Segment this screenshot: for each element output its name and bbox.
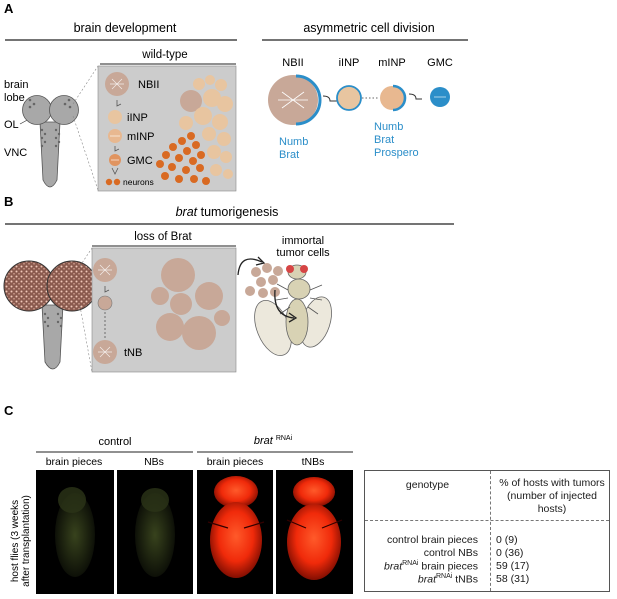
label-div-nbii: NBII — [282, 57, 303, 69]
col-nbs: NBs — [144, 456, 164, 468]
row-value-brat-tnbs: 58 (31) — [496, 573, 530, 585]
row-label-brat-brain: bratRNAi brain pieces — [384, 560, 478, 573]
label-nbii: NBII — [138, 79, 159, 91]
protein-numb-nbii: Numb — [279, 136, 308, 148]
iinp-cell — [108, 110, 122, 124]
label-div-gmc: GMC — [427, 57, 453, 69]
panel-letter-a: A — [4, 1, 14, 16]
title-asymmetric-division: asymmetric cell division — [303, 21, 434, 35]
label-div-iinp: iINP — [339, 57, 360, 69]
lineage-cluster — [156, 75, 233, 185]
row-value-control-nbs: 0 (36) — [496, 547, 524, 559]
photo-brat-brain-pieces — [197, 470, 273, 594]
row-value-control-brain: 0 (9) — [496, 534, 518, 546]
label-tumor-cells: tumor cells — [276, 247, 330, 259]
row-value-brat-brain: 59 (17) — [496, 560, 530, 572]
col-tnbs: tNBs — [302, 456, 325, 468]
title-brain-development: brain development — [74, 21, 177, 35]
div-iinp-cell — [336, 85, 362, 111]
protein-brat-nbii: Brat — [279, 149, 299, 161]
label-loss-of-brat: loss of Brat — [134, 231, 192, 243]
label-brain: brain — [4, 79, 28, 91]
row-label-control-brain: control brain pieces — [386, 534, 478, 546]
photo-control-nbs — [117, 470, 193, 594]
protein-numb-minp: Numb — [374, 121, 403, 133]
title-brat-tumorigenesis: brat tumorigenesis — [176, 205, 279, 219]
label-tnb: tNB — [124, 347, 142, 359]
label-minp: mINP — [127, 131, 155, 143]
protein-prospero-minp: Prospero — [374, 147, 419, 159]
side-label-line2: after transplantation) — [21, 495, 32, 587]
div-minp-cell — [380, 86, 404, 110]
label-gmc: GMC — [127, 155, 153, 167]
panel-letter-b: B — [4, 194, 13, 209]
table-header-percent: % of hosts with tumors (number of inject… — [499, 477, 605, 515]
label-iinp: iINP — [127, 112, 148, 124]
side-label-line1: host flies (3 weeks — [10, 500, 21, 582]
photo-control-brain-pieces — [36, 470, 114, 594]
row-label-control-nbs: control NBs — [423, 547, 478, 559]
wildtype-brain — [22, 95, 79, 188]
immortal-cells — [245, 263, 283, 298]
panel-letter-c: C — [4, 403, 14, 418]
tnb-cluster — [151, 258, 230, 350]
col-brain-pieces-control: brain pieces — [46, 456, 103, 468]
row-label-brat-tnbs: bratRNAi tNBs — [417, 573, 478, 586]
label-vnc: VNC — [4, 147, 27, 159]
protein-brat-minp: Brat — [374, 134, 394, 146]
label-ol: OL — [4, 119, 19, 131]
results-table: genotype % of hosts with tumors (number … — [364, 470, 610, 592]
table-header-genotype: genotype — [405, 479, 450, 491]
label-immortal: immortal — [282, 235, 324, 247]
label-wild-type: wild-type — [141, 49, 187, 61]
tumor-brain — [3, 260, 98, 370]
label-neurons: neurons — [123, 177, 154, 187]
col-brain-pieces-brat: brain pieces — [207, 456, 264, 468]
label-control: control — [98, 436, 131, 448]
label-lobe: lobe — [4, 92, 25, 104]
photo-brat-tnbs — [276, 470, 353, 594]
label-div-minp: mINP — [378, 57, 406, 69]
